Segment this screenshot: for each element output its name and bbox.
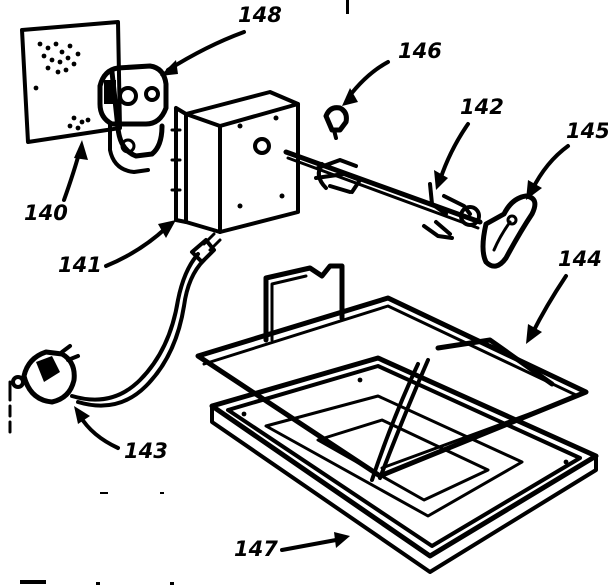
thumb-screw-147 xyxy=(323,105,349,140)
label-142-group: 143 xyxy=(74,406,168,463)
motor-housing-141 xyxy=(170,90,300,234)
label-143-group: 147 xyxy=(234,532,350,561)
label-148: 148 xyxy=(238,3,282,27)
label-147-group: 146 xyxy=(342,39,442,106)
label-143: 147 xyxy=(234,537,278,561)
label-146: 142 xyxy=(460,95,504,119)
label-142: 143 xyxy=(124,439,168,463)
label-145-group: 145 xyxy=(526,119,608,200)
label-141: 141 xyxy=(58,253,102,277)
label-147: 146 xyxy=(398,39,442,63)
scan-marks xyxy=(20,0,349,585)
label-148-group: 148 xyxy=(160,3,282,76)
label-141-group: 141 xyxy=(58,220,176,277)
label-144-group: 144 xyxy=(526,247,602,344)
label-144: 144 xyxy=(558,247,602,271)
wire-rack-144 xyxy=(195,263,589,482)
label-140-group: 140 xyxy=(24,140,88,225)
label-140: 140 xyxy=(24,201,68,225)
spit-rod-146 xyxy=(283,149,483,240)
drip-pan-143 xyxy=(209,355,599,574)
label-145: 145 xyxy=(566,119,608,143)
label-146-group: 142 xyxy=(434,95,504,190)
spit-handle-145 xyxy=(480,193,538,269)
motor-bracket-148 xyxy=(97,63,169,174)
power-cord-142 xyxy=(8,232,222,434)
